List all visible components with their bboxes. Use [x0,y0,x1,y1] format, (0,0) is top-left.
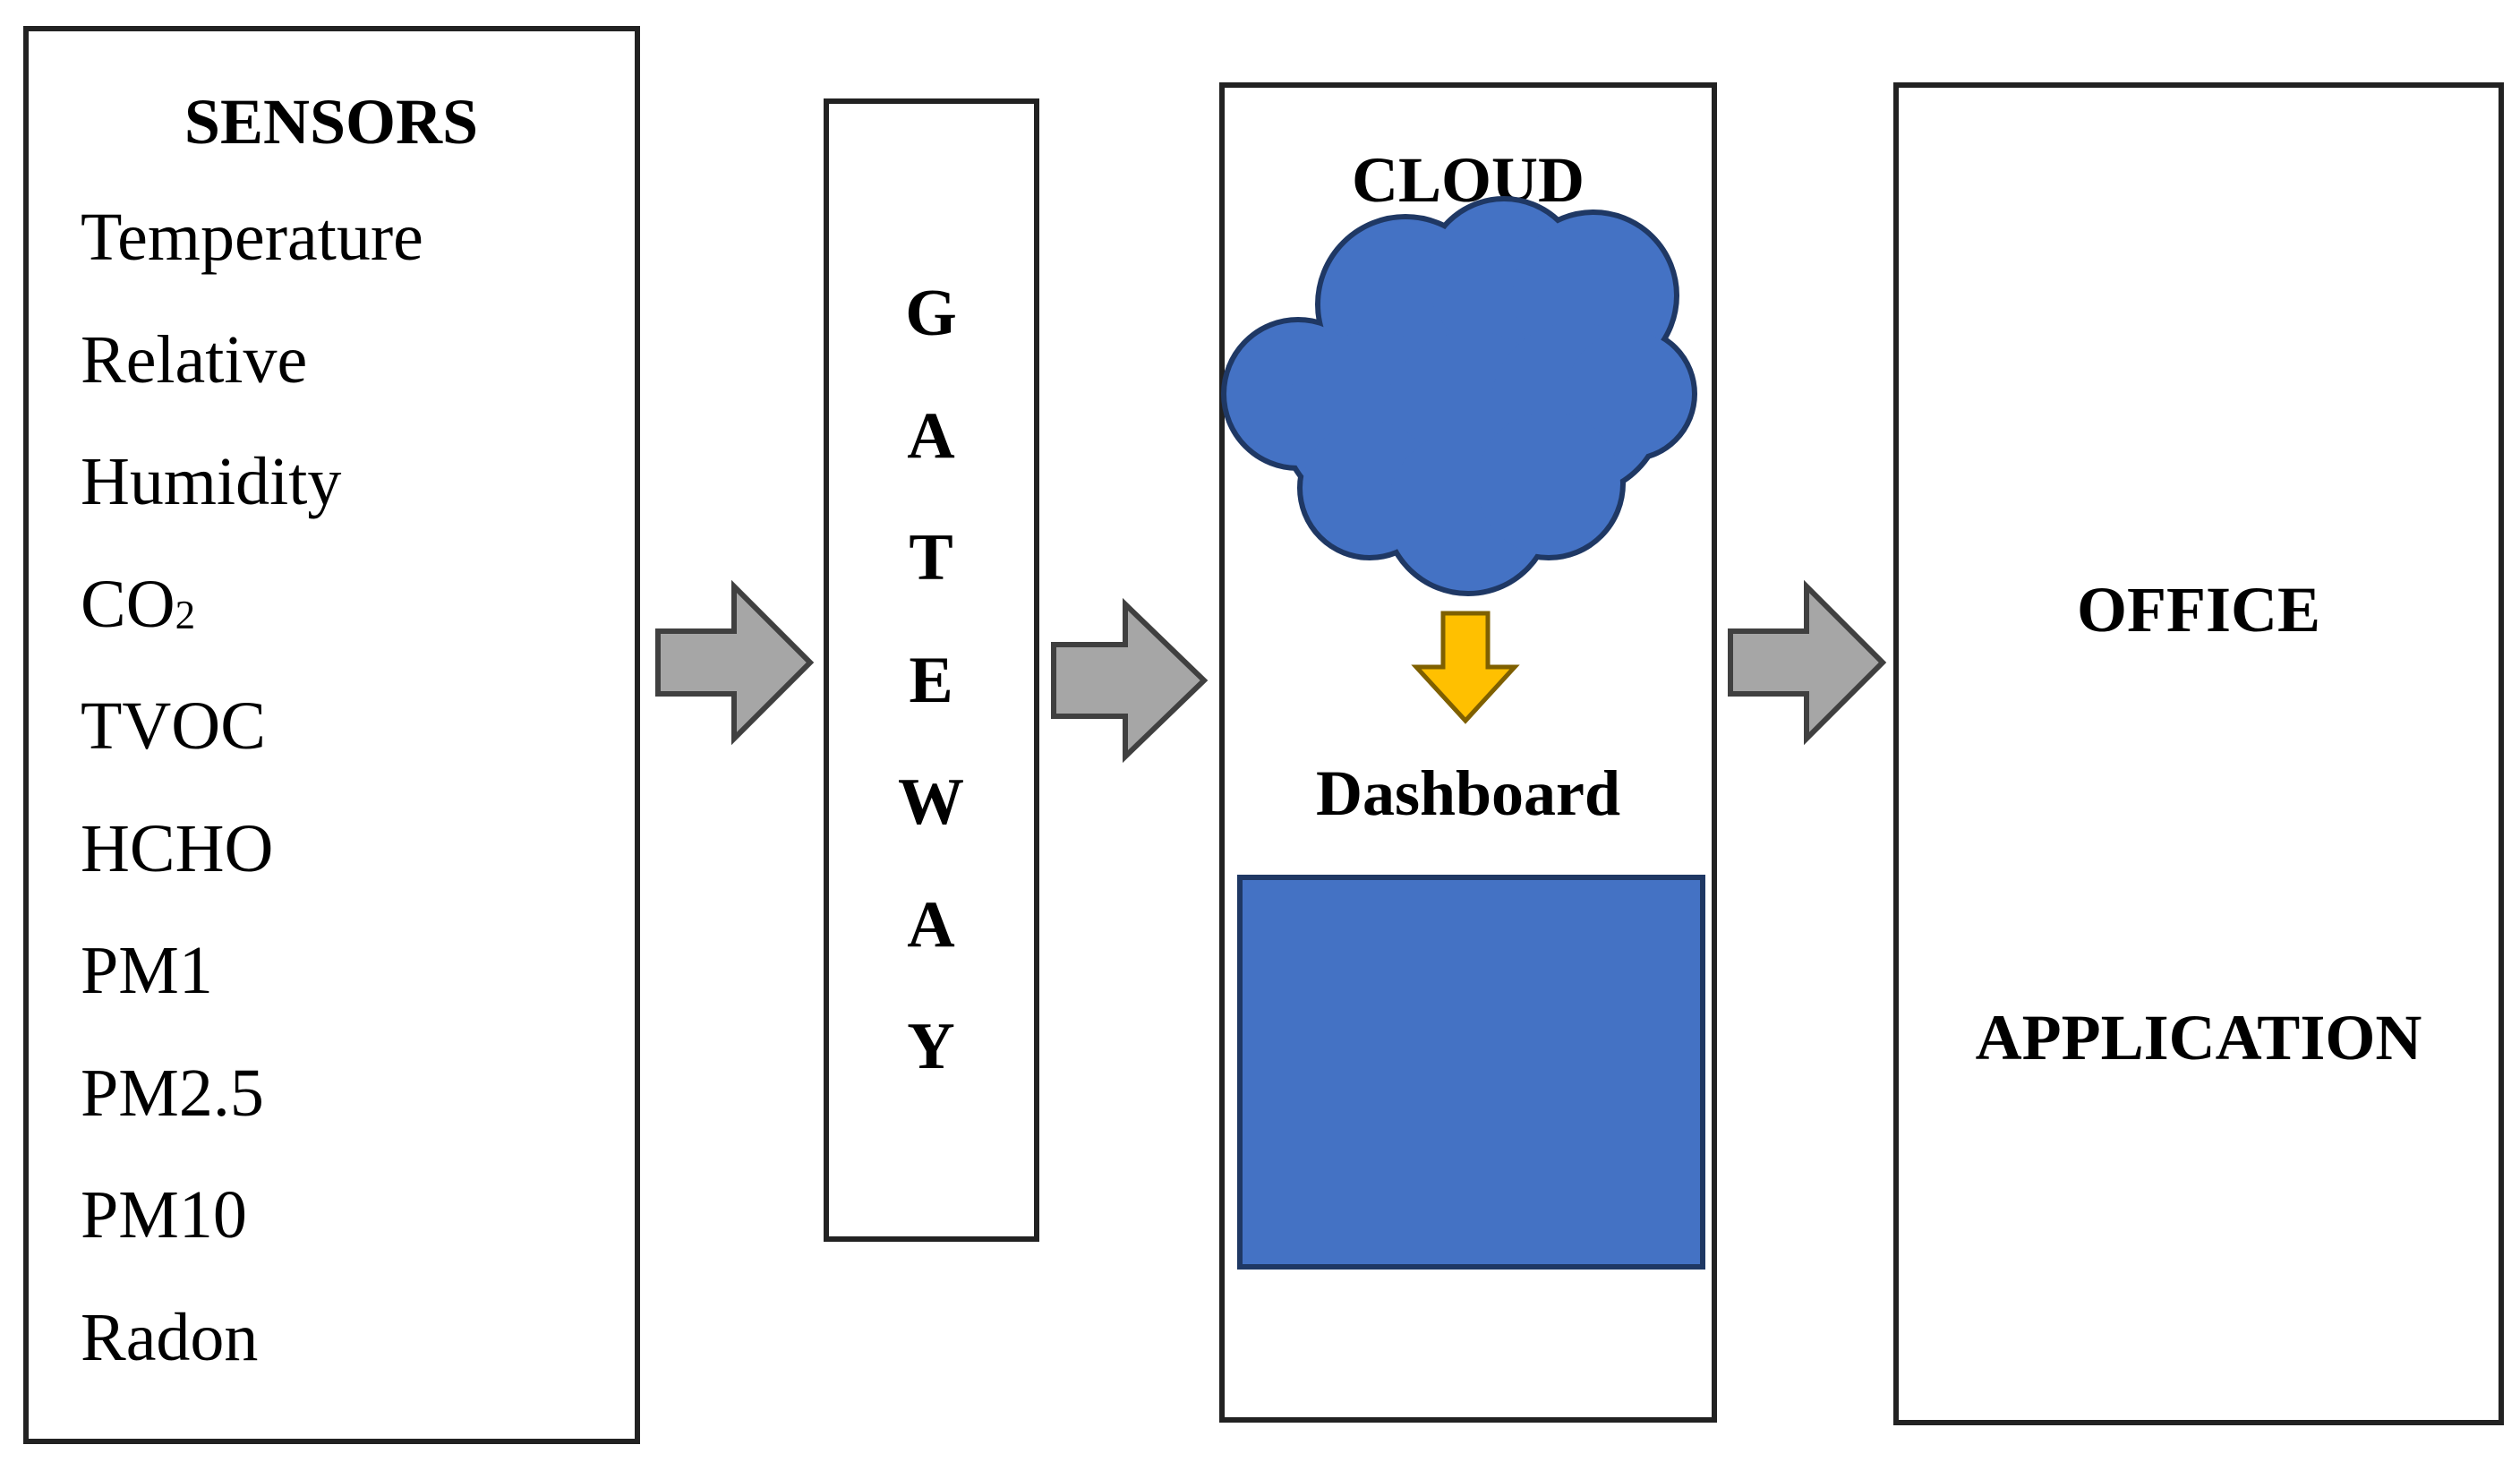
gateway-letter: E [909,643,953,717]
gateway-letter: G [905,277,957,350]
sensor-item-pm2-5: PM2.5 [81,1055,264,1131]
right-arrow-icon [1051,597,1209,764]
gateway-block [824,98,1039,1242]
sensor-item-radon: Radon [81,1299,259,1375]
sensors-title: SENSORS [184,86,479,158]
gateway-letter: W [898,765,964,839]
down-arrow-icon [1411,611,1520,724]
cloud-lobe [1477,412,1620,555]
sensor-item-hcho: HCHO [81,810,274,886]
sensor-list: Temperature Relative Humidity CO2 TVOC H… [81,199,423,1421]
sensor-item-pm1: PM1 [81,933,213,1008]
cloud-icon [1221,196,1697,596]
sensor-item-humidity: Humidity [81,444,342,519]
gateway-letter: A [907,398,955,473]
office-application-block [1893,82,2504,1425]
gateway-letter: A [907,887,955,962]
gateway-letter: T [909,521,953,594]
dashboard-label: Dashboard [1315,757,1621,829]
sensor-item-pm10: PM10 [81,1177,247,1253]
dashboard-screen [1237,875,1705,1270]
cloud-title: CLOUD [1351,144,1585,216]
sensor-item-tvoc: TVOC [81,688,266,764]
right-arrow-icon [655,579,815,746]
cloud-fill [1226,201,1692,591]
sensor-item-co2: CO2 [81,566,196,642]
sensors-block [23,26,640,1444]
office-title: OFFICE [2076,574,2321,646]
right-arrow-icon [1728,579,1887,746]
co2-subscript: 2 [175,592,196,637]
sensor-item-temperature: Temperature [81,200,423,275]
cloud-lobe [1567,331,1692,457]
sensor-item-relative: Relative [81,321,308,398]
gateway-label: G A T E W A Y [898,277,964,1133]
gateway-letter: Y [907,1010,955,1083]
application-label: APPLICATION [1975,1002,2422,1073]
